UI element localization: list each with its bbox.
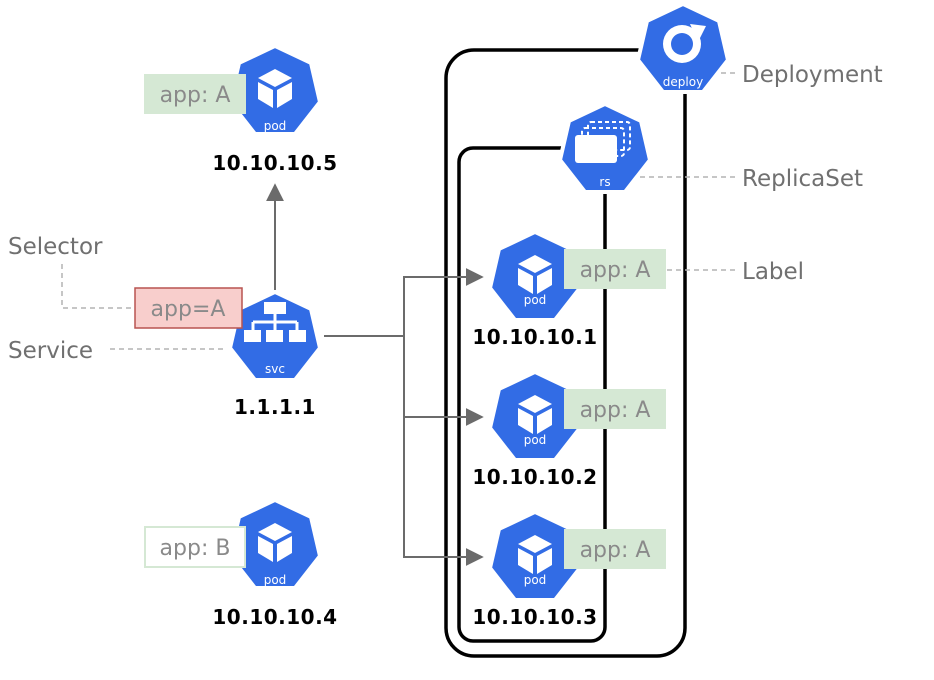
replicaset-node[interactable]: rs [558, 102, 652, 194]
deployment-icon-label: deploy [663, 75, 703, 89]
pod-bottom[interactable]: pod app: B 10.10.10.4 [144, 498, 338, 629]
replicaset-annotation: ReplicaSet [742, 166, 863, 192]
pod-bottom-ip: 10.10.10.4 [212, 605, 337, 629]
pod-top-label: app: A [160, 83, 231, 108]
deploy-cycle-icon [663, 24, 706, 63]
label-annotation: Label [742, 259, 804, 285]
pod-1[interactable]: pod app: A 10.10.10.1 [472, 230, 666, 349]
deployment-annotation: Deployment [742, 62, 883, 88]
pod-bottom-label: app: B [160, 536, 231, 561]
pod-2-icon-label: pod [524, 433, 547, 447]
svc-to-pod-1-arrow [403, 268, 484, 336]
pod-2-label-box [564, 389, 666, 429]
pod-top-ip: 10.10.10.5 [212, 151, 337, 175]
deployment-node[interactable]: deploy [636, 2, 730, 94]
service-icon-label: svc [265, 362, 285, 376]
pod-2[interactable]: pod app: A 10.10.10.2 [472, 370, 666, 489]
pod-3-label-box [564, 529, 666, 569]
pod-2-label: app: A [580, 398, 651, 423]
pod-2-ip: 10.10.10.2 [472, 465, 597, 489]
pod-1-label: app: A [580, 258, 651, 283]
pod-3[interactable]: pod app: A 10.10.10.3 [472, 510, 666, 629]
pod-bottom-icon-label: pod [264, 573, 287, 587]
selector-box [134, 287, 243, 329]
pod-bottom-label-box [144, 526, 246, 568]
deployment-boundary [444, 48, 687, 658]
pod-top[interactable]: pod app: A 10.10.10.5 [144, 44, 338, 175]
service-ip: 1.1.1.1 [234, 395, 316, 419]
pod-top-icon-label: pod [264, 119, 287, 133]
replicaset-stack-icon [575, 121, 631, 163]
pod-top-label-box [144, 74, 246, 114]
network-hierarchy-icon [244, 302, 306, 342]
service-node[interactable]: svc app=A 1.1.1.1 [134, 287, 322, 419]
selector-annotation: Selector [8, 234, 103, 260]
pod-3-ip: 10.10.10.3 [472, 605, 597, 629]
svc-to-pod-3-arrow [403, 417, 484, 566]
pod-3-label: app: A [580, 538, 651, 563]
pod-1-ip: 10.10.10.1 [472, 325, 597, 349]
selector-connector [61, 264, 134, 309]
service-annotation: Service [8, 338, 93, 364]
pod-3-icon-label: pod [524, 573, 547, 587]
selector-label: app=A [151, 297, 226, 322]
replicaset-icon-label: rs [599, 175, 610, 189]
pod-1-icon-label: pod [524, 293, 547, 307]
pod-1-label-box [564, 249, 666, 289]
svc-to-pod-2-arrow [403, 336, 484, 426]
